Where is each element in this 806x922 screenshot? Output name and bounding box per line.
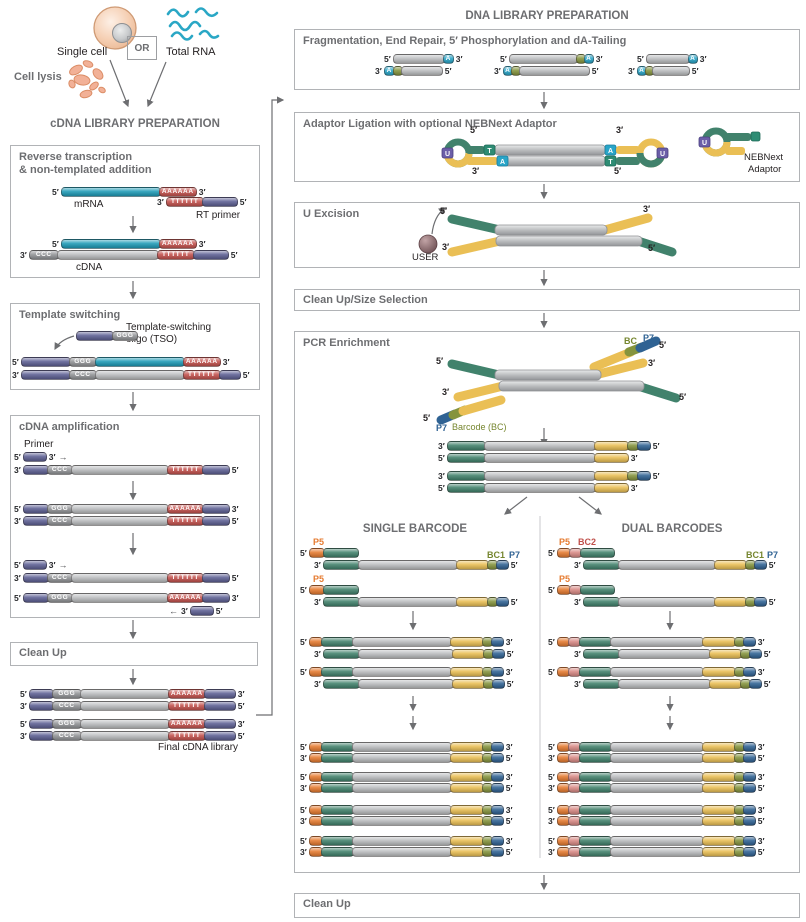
step-box-clean-up-size-selection: Clean Up/Size Selection (294, 289, 800, 311)
total-rna-icon (166, 7, 220, 41)
cdna-library-heading: cDNA LIBRARY PREPARATION (50, 118, 220, 130)
red-segment: TTTTTT (167, 701, 206, 711)
single-barcode-heading: SINGLE BARCODE (362, 523, 468, 535)
strand-end-label: 5′ (237, 701, 245, 711)
dual-barcodes-heading: DUAL BARCODES (621, 523, 723, 535)
step-box-template-switching: Template switching (10, 303, 260, 390)
dna-library-heading: DNA LIBRARY PREPARATION (465, 10, 629, 22)
purple-segment (28, 719, 54, 729)
purple-segment (28, 731, 54, 741)
purple-segment (203, 701, 236, 711)
step-title: Adaptor Ligation with optional NEBNext A… (303, 118, 557, 130)
grayBar-segment (79, 731, 170, 741)
purple-segment (203, 731, 236, 741)
dna-strand: 5′ GGG AAAAAA 3′ (18, 689, 247, 699)
step-box-cdna-amplification: cDNA amplification (10, 415, 260, 618)
grayBar-segment (79, 719, 170, 729)
grayBox-segment: CCC (51, 731, 82, 741)
step-box-clean-up: Clean Up (10, 642, 258, 666)
cell-lysis-icon (68, 60, 106, 99)
diagram-label: Final cDNA library (158, 742, 239, 753)
step-title: cDNA amplification (19, 421, 120, 433)
red-segment: AAAAAA (167, 719, 206, 729)
strand-end-label: 5′ (20, 719, 27, 729)
step-box-pcr-enrichment: PCR Enrichment (294, 331, 800, 873)
strand-end-label: 3′ (20, 701, 27, 711)
step-title: Clean Up (19, 647, 67, 659)
diagram-label: Single cell (57, 46, 108, 58)
strand-end-label: 5′ (237, 731, 245, 741)
grayBar-segment (79, 701, 170, 711)
purple-segment (203, 719, 236, 729)
step-title: Reverse transcription & non-templated ad… (19, 151, 152, 176)
step-box-final-clean-up: Clean Up (294, 893, 800, 918)
red-segment: AAAAAA (167, 689, 206, 699)
strand-end-label: 3′ (20, 731, 27, 741)
step-title: Template switching (19, 309, 121, 321)
cdna-to-dna-connector (256, 96, 285, 716)
step-box-reverse-transcription: Reverse transcription & non-templated ad… (10, 145, 260, 278)
purple-segment (28, 689, 54, 699)
step-title: Fragmentation, End Repair, 5′ Phosphoryl… (303, 35, 627, 47)
step-title: PCR Enrichment (303, 337, 390, 349)
dna-strand: 3′ CCC TTTTTT 5′ (18, 731, 247, 741)
diagram-label: Total RNA (166, 46, 216, 58)
step-box-fragmentation: Fragmentation, End Repair, 5′ Phosphoryl… (294, 29, 800, 90)
step-box-adaptor-ligation: Adaptor Ligation with optional NEBNext A… (294, 112, 800, 182)
purple-segment (203, 689, 236, 699)
step-title: U Excision (303, 208, 360, 220)
dna-strand: 3′ CCC TTTTTT 5′ (18, 701, 247, 711)
or-badge: OR (127, 36, 157, 60)
grayBox-segment: GGG (51, 719, 82, 729)
grayBox-segment: GGG (51, 689, 82, 699)
strand-end-label: 3′ (237, 719, 245, 729)
grayBar-segment (79, 689, 170, 699)
purple-segment (28, 701, 54, 711)
step-box-u-excision: U Excision (294, 202, 800, 268)
strand-end-label: 3′ (237, 689, 245, 699)
grayBox-segment: CCC (51, 701, 82, 711)
red-segment: TTTTTT (167, 731, 206, 741)
step-title: Clean Up (303, 898, 351, 910)
dna-strand: 5′ GGG AAAAAA 3′ (18, 719, 247, 729)
strand-end-label: 5′ (20, 689, 27, 699)
step-title: Clean Up/Size Selection (303, 294, 428, 306)
diagram-label: Cell lysis (14, 71, 62, 83)
